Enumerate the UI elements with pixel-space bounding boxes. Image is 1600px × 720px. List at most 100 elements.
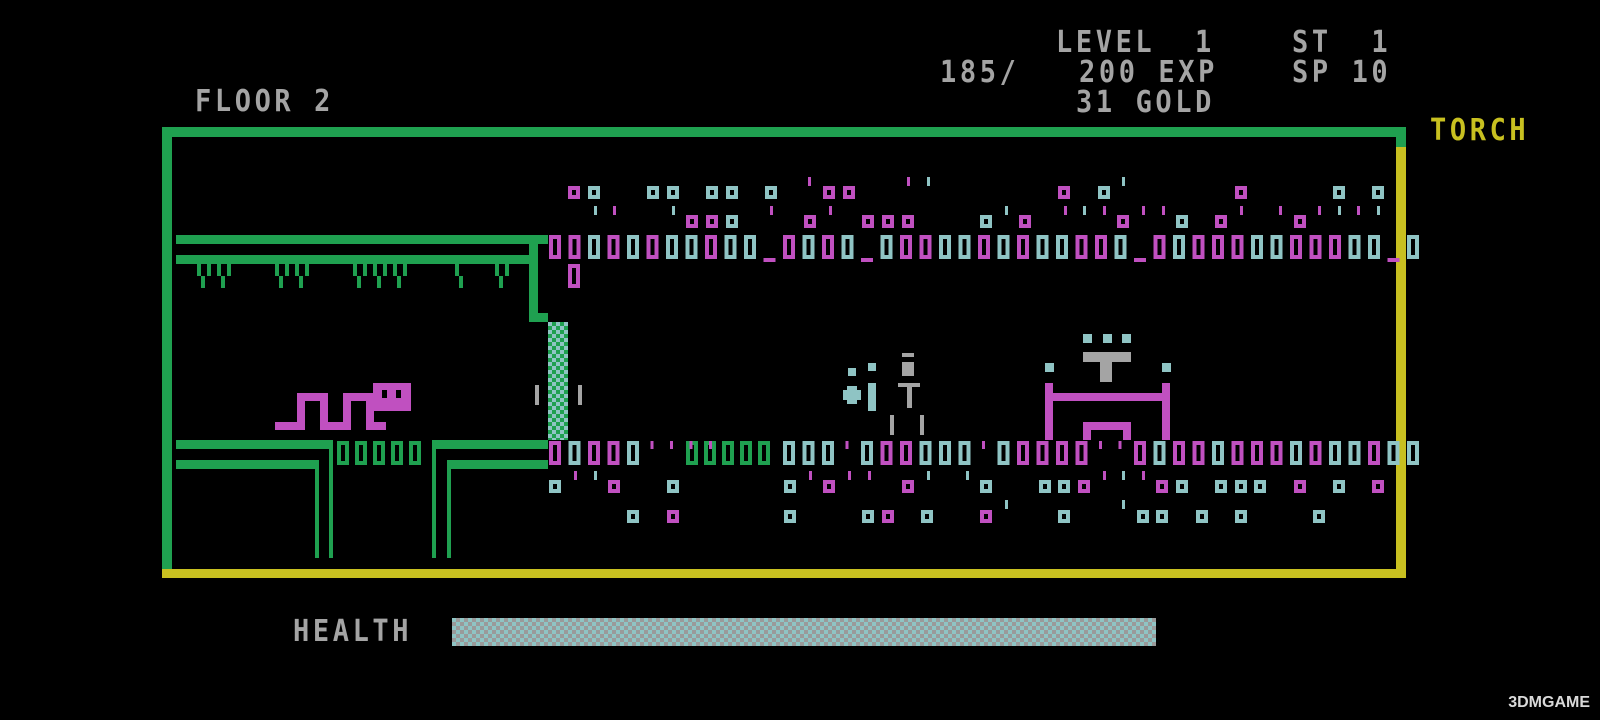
stalactite — [299, 276, 303, 288]
rock — [902, 215, 914, 219]
rock — [843, 186, 847, 199]
rock — [1294, 480, 1306, 484]
rock — [627, 235, 639, 239]
rock — [1078, 489, 1090, 493]
rock — [549, 480, 561, 484]
level-label: LEVEL 1 — [1056, 25, 1215, 60]
frame-corner — [1396, 127, 1406, 147]
rock — [685, 235, 690, 259]
stalactite — [279, 276, 283, 288]
rock — [1212, 461, 1224, 465]
rock — [1137, 519, 1149, 523]
rock — [391, 441, 403, 445]
rock — [674, 235, 678, 259]
rock — [1215, 489, 1227, 493]
rock — [588, 235, 592, 259]
rock — [1039, 480, 1043, 493]
rock — [670, 441, 673, 449]
frame-top — [162, 127, 1406, 137]
rock — [1192, 461, 1205, 465]
rock — [927, 235, 932, 259]
rock — [744, 255, 756, 259]
rock — [997, 441, 1010, 445]
rock — [1153, 235, 1158, 259]
rock — [939, 441, 943, 465]
rock — [1294, 224, 1306, 228]
rock — [758, 441, 762, 465]
rock — [557, 235, 561, 259]
rock — [1200, 441, 1205, 465]
rock — [1027, 215, 1031, 228]
gate-light — [1083, 334, 1092, 343]
rock — [919, 235, 932, 239]
rock — [1176, 480, 1180, 493]
rock — [1341, 186, 1345, 199]
rock — [908, 235, 912, 259]
frame-bottom — [162, 569, 1406, 578]
stalactite — [397, 276, 401, 288]
rock — [706, 215, 718, 219]
rock — [1017, 235, 1029, 239]
rock — [1215, 224, 1227, 228]
rock — [882, 224, 894, 228]
health-bar — [452, 618, 1156, 646]
rock — [740, 441, 744, 465]
rock — [822, 461, 834, 465]
rock — [627, 519, 639, 523]
rock — [888, 235, 893, 259]
rock — [921, 510, 933, 514]
rock — [1134, 441, 1146, 445]
rock — [1298, 235, 1302, 259]
rock — [712, 441, 716, 465]
rock — [1294, 215, 1306, 219]
rock — [791, 235, 795, 259]
stalactite — [227, 264, 231, 276]
floor-ledge — [447, 460, 548, 469]
rock — [726, 215, 738, 219]
pipe — [315, 460, 319, 558]
rock — [1290, 461, 1302, 465]
rock — [997, 255, 1010, 259]
stalactite — [459, 276, 463, 288]
rock — [939, 255, 951, 259]
stalactite — [217, 264, 221, 276]
rock — [1231, 441, 1236, 465]
pebble — [594, 206, 597, 215]
rock — [1058, 186, 1070, 190]
rock — [1044, 235, 1049, 259]
rock — [1156, 510, 1160, 523]
pebble — [1122, 500, 1125, 509]
rock — [1019, 215, 1031, 219]
rock — [576, 186, 580, 199]
rock — [1290, 255, 1302, 259]
rock — [988, 480, 992, 493]
rock — [1075, 461, 1088, 465]
rock — [706, 195, 718, 199]
rock — [1309, 255, 1322, 259]
rock — [732, 235, 737, 259]
rock — [1294, 489, 1306, 493]
rock — [568, 235, 581, 239]
rock — [568, 264, 580, 268]
rock — [1025, 235, 1029, 259]
rock — [409, 441, 421, 445]
rock — [1337, 235, 1341, 259]
floor-ledge — [176, 440, 331, 449]
rock — [1156, 519, 1168, 523]
pebble — [868, 471, 871, 480]
rock — [1164, 480, 1168, 493]
rock — [1407, 441, 1419, 445]
rock — [1173, 235, 1185, 239]
rock — [1235, 480, 1247, 484]
player-head — [902, 353, 914, 357]
rock — [1176, 215, 1180, 228]
rock — [1212, 235, 1224, 239]
rock — [1368, 441, 1372, 465]
rock — [880, 235, 893, 239]
rock — [726, 215, 730, 228]
rock — [1056, 441, 1068, 445]
frame-right — [1396, 147, 1406, 578]
rock — [1372, 480, 1384, 484]
rock — [666, 235, 678, 239]
rock — [1058, 186, 1062, 199]
